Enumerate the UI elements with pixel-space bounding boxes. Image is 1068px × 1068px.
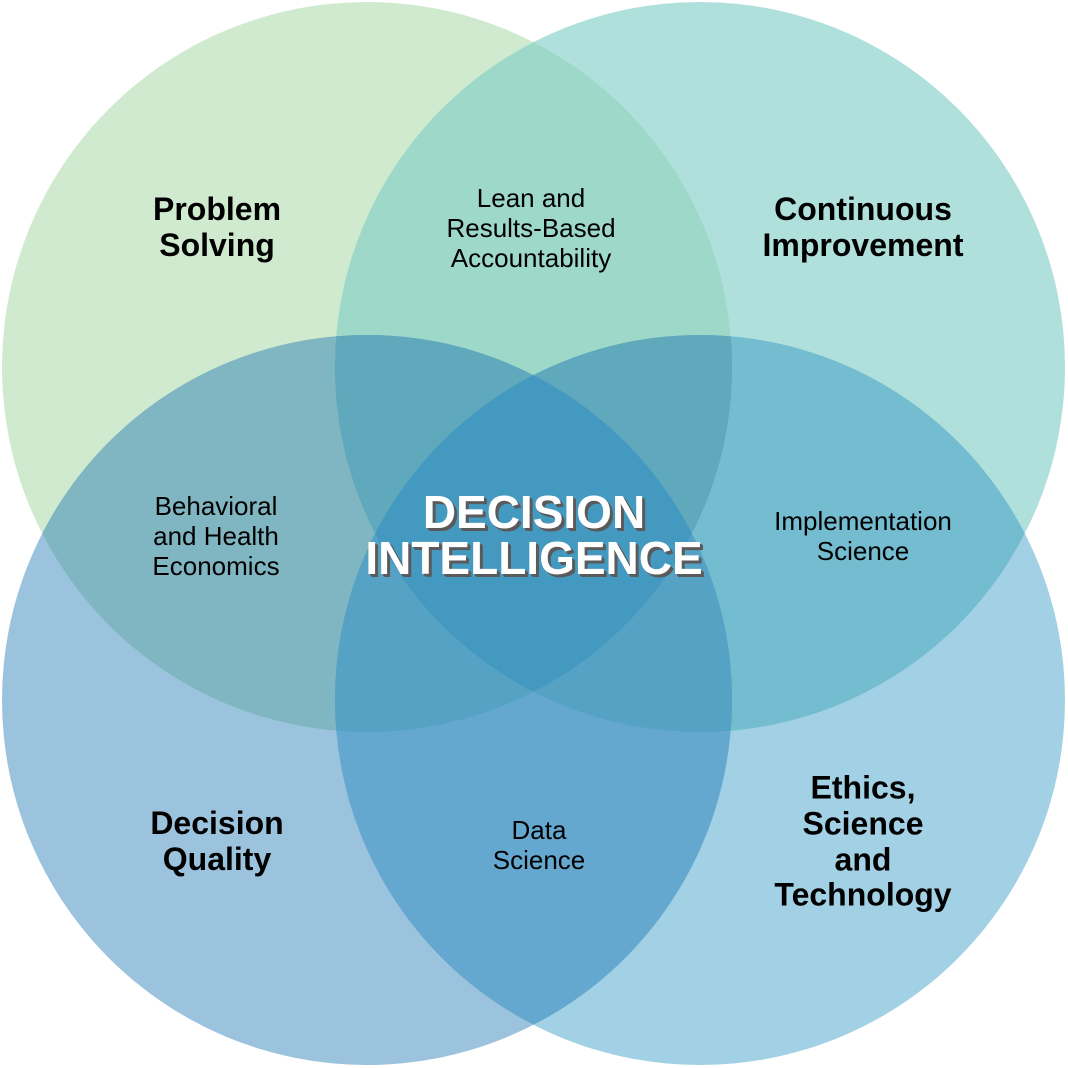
- label-decision-intelligence: DECISION INTELLIGENCE: [365, 486, 703, 584]
- label-behavioral-health-economics: Behavioral and Health Economics: [152, 490, 280, 582]
- label-data-science: Data Science: [492, 814, 586, 875]
- label-problem-solving: Problem Solving: [152, 191, 282, 263]
- label-implementation-science: Implementation Science: [774, 505, 952, 566]
- label-continuous-improvement: Continuous Improvement: [762, 191, 964, 263]
- label-lean-rba: Lean and Results-Based Accountability: [446, 182, 616, 274]
- label-ethics-science-technology: Ethics, Science and Technology: [774, 769, 952, 913]
- label-decision-quality: Decision Quality: [150, 805, 284, 877]
